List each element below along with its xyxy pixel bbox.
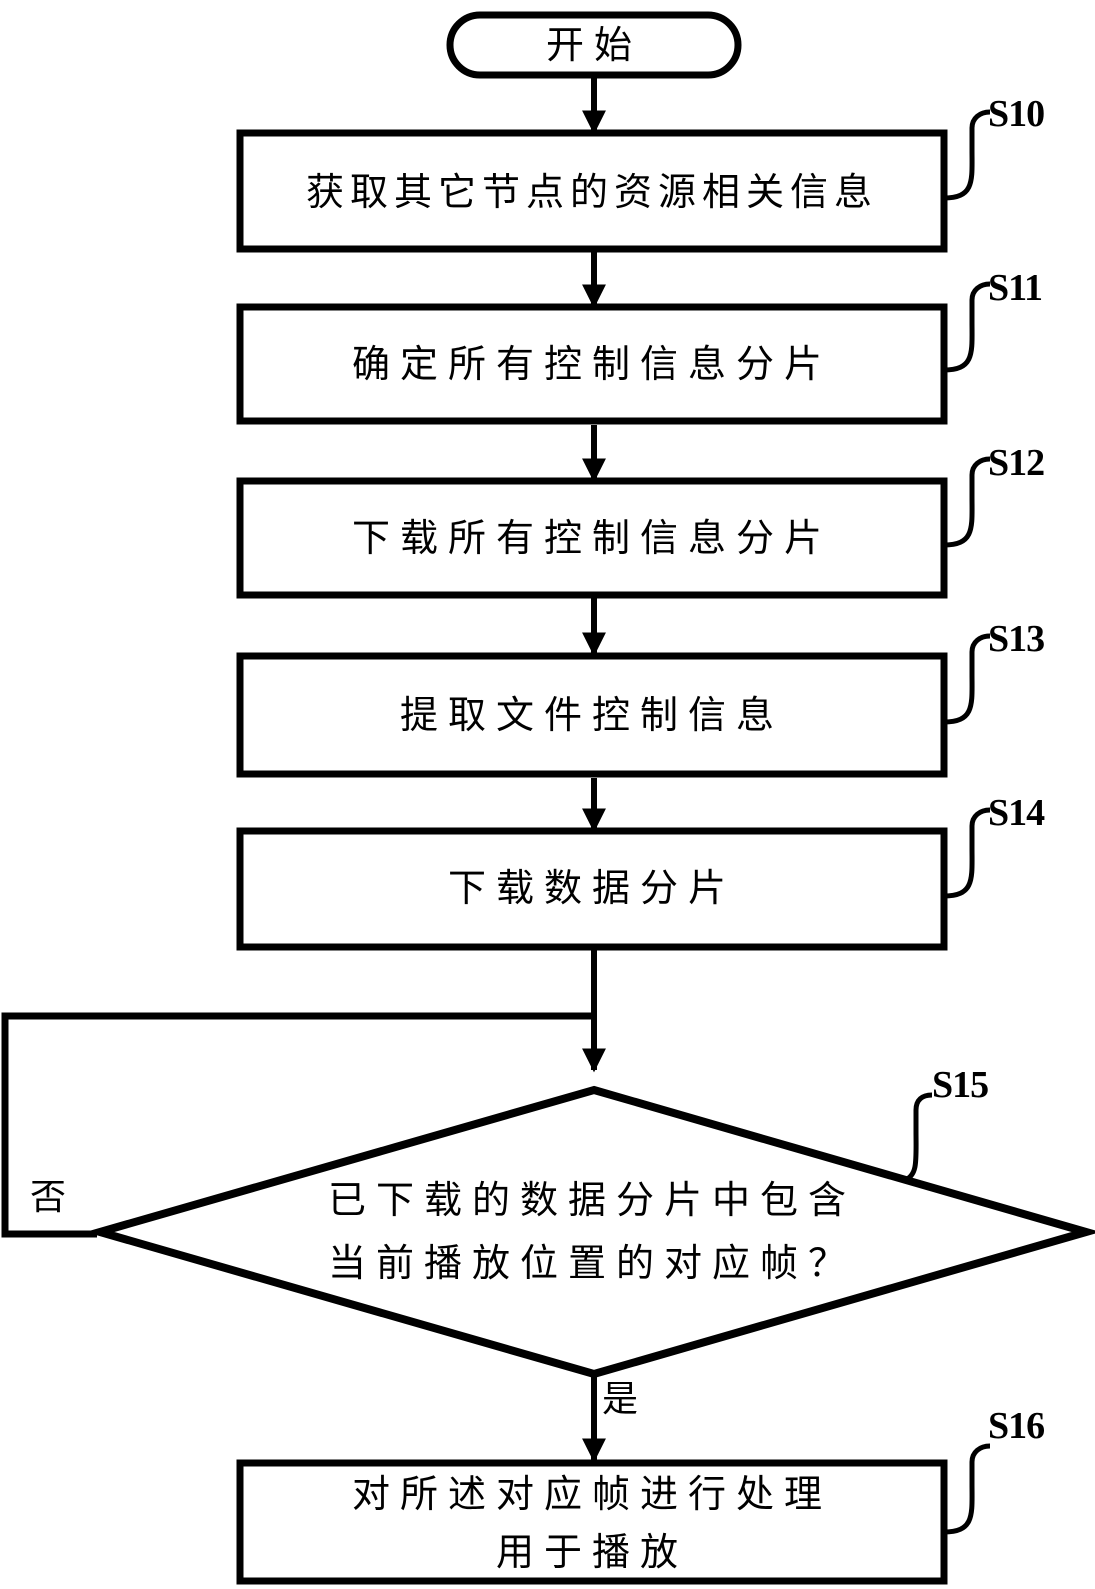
step-text-s11: 确定所有控制信息分片 — [351, 342, 832, 386]
start-terminal — [446, 11, 742, 79]
step-id-s15: S15 — [932, 1064, 989, 1106]
step-id-s10: S10 — [988, 93, 1045, 135]
callout-s12 — [943, 456, 991, 548]
start-label: 开始 — [545, 23, 642, 67]
no-label: 否 — [30, 1177, 67, 1218]
callout-s13 — [943, 633, 991, 725]
step-id-s12: S12 — [988, 442, 1045, 484]
step-text-s14: 下载数据分片 — [447, 866, 736, 910]
callout-s14 — [943, 807, 991, 899]
callout-s15 — [903, 1092, 933, 1183]
step-text-s13: 提取文件控制信息 — [399, 693, 784, 737]
callout-s11 — [943, 281, 991, 373]
no-loop-line — [1, 1012, 594, 1238]
step-box-s16 — [236, 1459, 948, 1585]
step-box-s10 — [236, 129, 948, 253]
final-text-line1: 对所述对应帧进行处理 — [351, 1472, 832, 1516]
step-box-s13 — [236, 652, 948, 778]
callout-s16 — [943, 1443, 991, 1535]
step-box-s14 — [236, 827, 948, 951]
step-id-s11: S11 — [988, 267, 1043, 309]
step-text-s12: 下载所有控制信息分片 — [351, 516, 832, 560]
step-id-s13: S13 — [988, 618, 1045, 660]
step-id-s16: S16 — [988, 1405, 1045, 1447]
step-box-s11 — [236, 303, 948, 425]
step-id-s14: S14 — [988, 792, 1045, 834]
decision-text-line1: 已下载的数据分片中包含 — [327, 1178, 856, 1222]
callout-s10 — [943, 109, 991, 201]
decision-text-line2: 当前播放位置的对应帧？ — [327, 1241, 856, 1285]
final-text-line2: 用于播放 — [495, 1530, 688, 1574]
step-box-s12 — [236, 477, 948, 599]
decision-diamond — [85, 1085, 1095, 1379]
step-text-s10: 获取其它节点的资源相关信息 — [305, 170, 878, 214]
yes-label: 是 — [602, 1379, 639, 1420]
